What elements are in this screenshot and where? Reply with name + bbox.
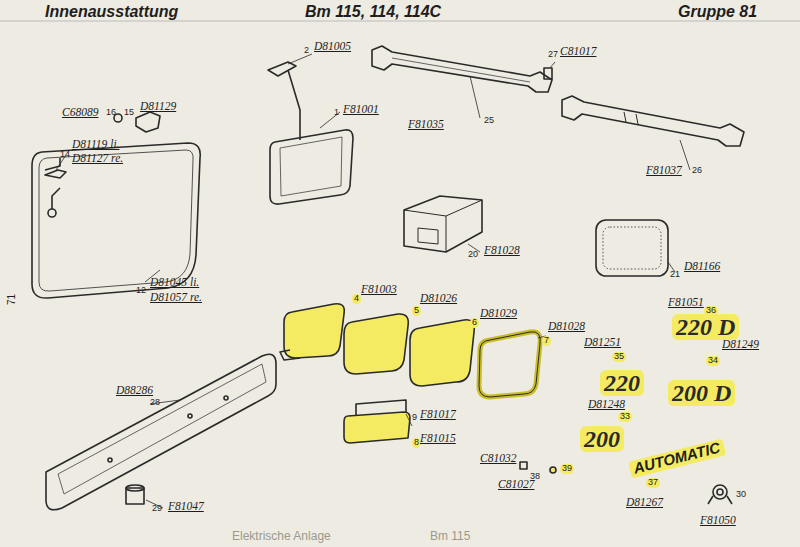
part-number: F81015	[420, 432, 456, 445]
callout-number: 9	[412, 413, 417, 423]
page-title: Innenausstattung	[45, 3, 178, 21]
emblem-text: 220 D	[672, 314, 739, 340]
part-number: C68089	[62, 106, 98, 119]
callout-number: 4	[352, 294, 361, 304]
callout-number: 26	[692, 166, 702, 176]
callout-number: 28	[150, 398, 160, 408]
callout-number: 35	[612, 352, 626, 362]
callout-number: 6	[470, 318, 479, 328]
part-number: F81001	[343, 103, 379, 116]
callout-number: 14	[60, 150, 70, 160]
show-through-text: Elektrische Anlage	[232, 530, 331, 543]
part-number: C81027	[498, 478, 534, 491]
callout-number: 34	[706, 356, 720, 366]
callout-number: 25	[484, 116, 494, 126]
part-number: F81047	[168, 500, 204, 513]
page-number: 71	[6, 294, 17, 305]
part-number: D81127 re.	[72, 152, 123, 165]
callout-number: 39	[560, 464, 574, 474]
part-number: D88286	[116, 384, 153, 397]
callout-number: 30	[736, 490, 746, 500]
part-number: C81032	[480, 452, 516, 465]
part-number: D81166	[684, 260, 720, 273]
heading: Gruppe 81	[678, 3, 757, 21]
part-number: D81029	[480, 307, 517, 320]
part-number: D81045 li.	[150, 276, 199, 289]
callout-number: 2	[304, 46, 309, 56]
part-number: F81050	[700, 514, 736, 527]
part-number: D81005	[314, 40, 351, 53]
callout-number: 7	[542, 336, 551, 346]
part-number: D81248	[588, 398, 625, 411]
part-number: D81129	[140, 100, 176, 113]
emblem-text: 200	[580, 426, 624, 452]
callout-number: 12	[136, 286, 146, 296]
callout-number: 20	[468, 250, 478, 260]
part-number: F81028	[484, 244, 520, 257]
part-number: D81028	[548, 320, 585, 333]
part-number: D81267	[626, 496, 663, 509]
callout-number: 15	[124, 108, 134, 118]
callout-number: 8	[412, 438, 421, 448]
callout-number: 16	[106, 108, 116, 118]
part-number: F81003	[361, 283, 397, 296]
callout-number: 1	[334, 108, 339, 118]
part-number: F81051	[668, 296, 704, 309]
callout-number: 37	[646, 478, 660, 488]
part-number: F81017	[420, 408, 456, 421]
callout-number: 21	[670, 270, 680, 280]
part-number: C81017	[560, 45, 596, 58]
part-number: F81035	[408, 118, 444, 131]
callout-number: 33	[618, 412, 632, 422]
part-number: D81026	[420, 292, 457, 305]
callout-number: 29	[152, 504, 162, 514]
callout-number: 5	[412, 306, 421, 316]
emblem-text: AUTOMATIC	[628, 439, 726, 478]
show-through-text: Bm 115	[430, 530, 470, 543]
part-number: D81119 li.	[72, 138, 120, 151]
emblem-text: 220	[600, 370, 644, 396]
part-number: D81251	[584, 336, 621, 349]
part-number: F81037	[646, 164, 682, 177]
heading: Bm 115, 114, 114C	[305, 3, 441, 21]
part-number: D81057 re.	[150, 291, 202, 304]
callout-number: 27	[548, 50, 558, 60]
emblem-text: 200 D	[668, 380, 735, 406]
